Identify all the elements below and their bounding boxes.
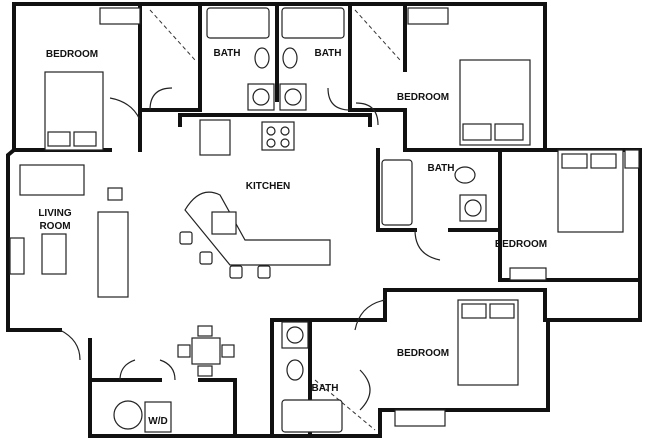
label-living: LIVING xyxy=(38,208,72,219)
couch xyxy=(97,211,129,298)
room-labels: BEDROOM BATH BATH BEDROOM BATH BEDROOM K… xyxy=(38,48,547,427)
sofa xyxy=(19,164,85,196)
label-washer-dryer: W/D xyxy=(148,416,167,427)
dining-table xyxy=(191,337,221,365)
label-bedroom-top-right: BEDROOM xyxy=(397,92,449,103)
label-room: ROOM xyxy=(39,221,70,232)
label-bedroom-bottom: BEDROOM xyxy=(397,348,449,359)
fixtures xyxy=(9,7,640,433)
label-bath-bottom: BATH xyxy=(311,383,338,394)
label-bedroom-middle-right: BEDROOM xyxy=(495,239,547,250)
label-kitchen: KITCHEN xyxy=(246,181,290,192)
kitchen-island xyxy=(184,191,331,266)
label-bath-middle-right: BATH xyxy=(427,163,454,174)
label-bath-top-left: BATH xyxy=(213,48,240,59)
label-bath-top-right: BATH xyxy=(314,48,341,59)
closets xyxy=(149,9,401,431)
doors xyxy=(59,87,441,411)
walls xyxy=(6,2,642,438)
label-bedroom-top-left: BEDROOM xyxy=(46,49,98,60)
